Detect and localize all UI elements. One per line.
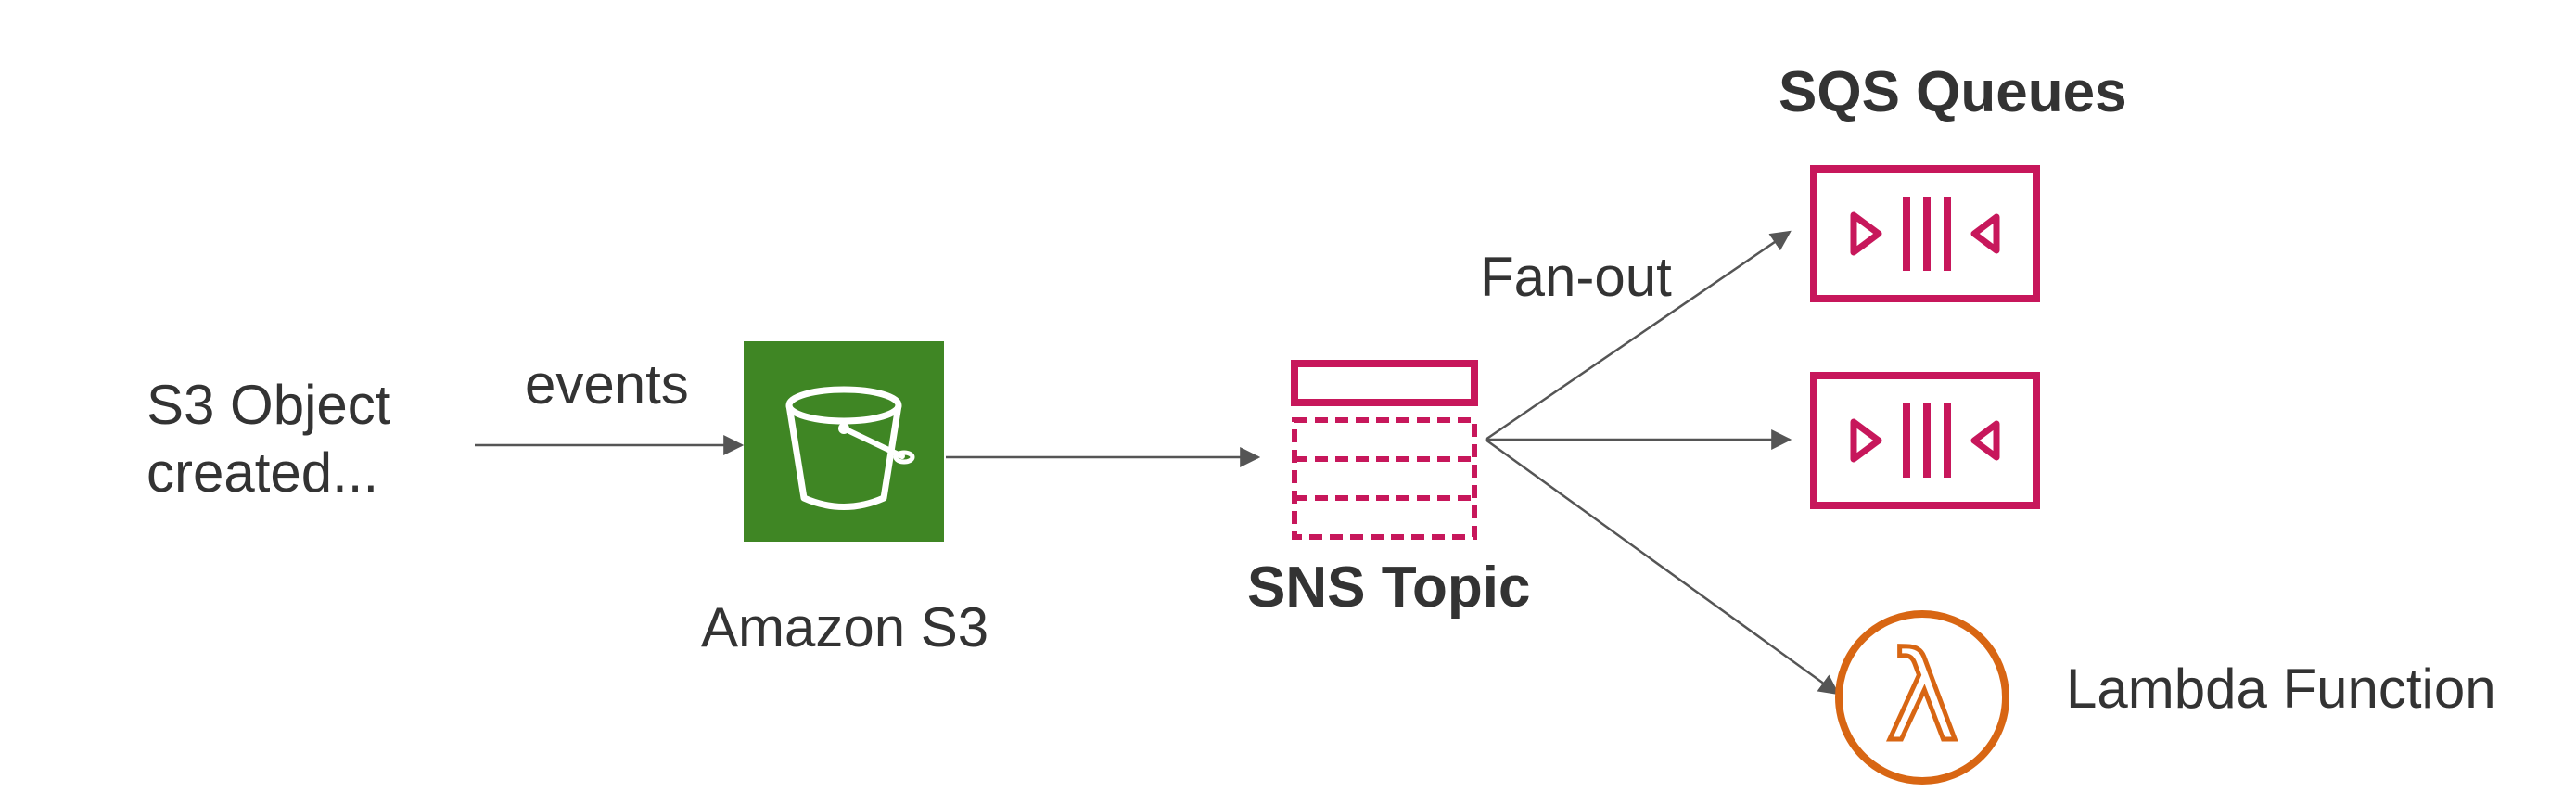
sqs-label: SQS Queues — [1779, 60, 2127, 124]
sqs-queue-icon — [1810, 165, 2040, 302]
sns-topic-icon — [1291, 360, 1478, 540]
lambda-label: Lambda Function — [2066, 658, 2496, 720]
lambda-icon: λ — [1835, 610, 2009, 785]
arrow-sns-to-lambda — [1485, 438, 1840, 696]
arrow-sns-to-sqs-1 — [1485, 230, 1792, 441]
sns-label: SNS Topic — [1247, 556, 1531, 620]
s3-bucket-icon — [744, 341, 944, 542]
source-label: S3 Object created... — [147, 374, 391, 505]
fanout-label: Fan-out — [1480, 246, 1672, 308]
lambda-symbol: λ — [1886, 626, 1958, 769]
sqs-queue-icon — [1810, 372, 2040, 509]
s3-label: Amazon S3 — [701, 596, 989, 658]
events-label: events — [525, 353, 689, 415]
